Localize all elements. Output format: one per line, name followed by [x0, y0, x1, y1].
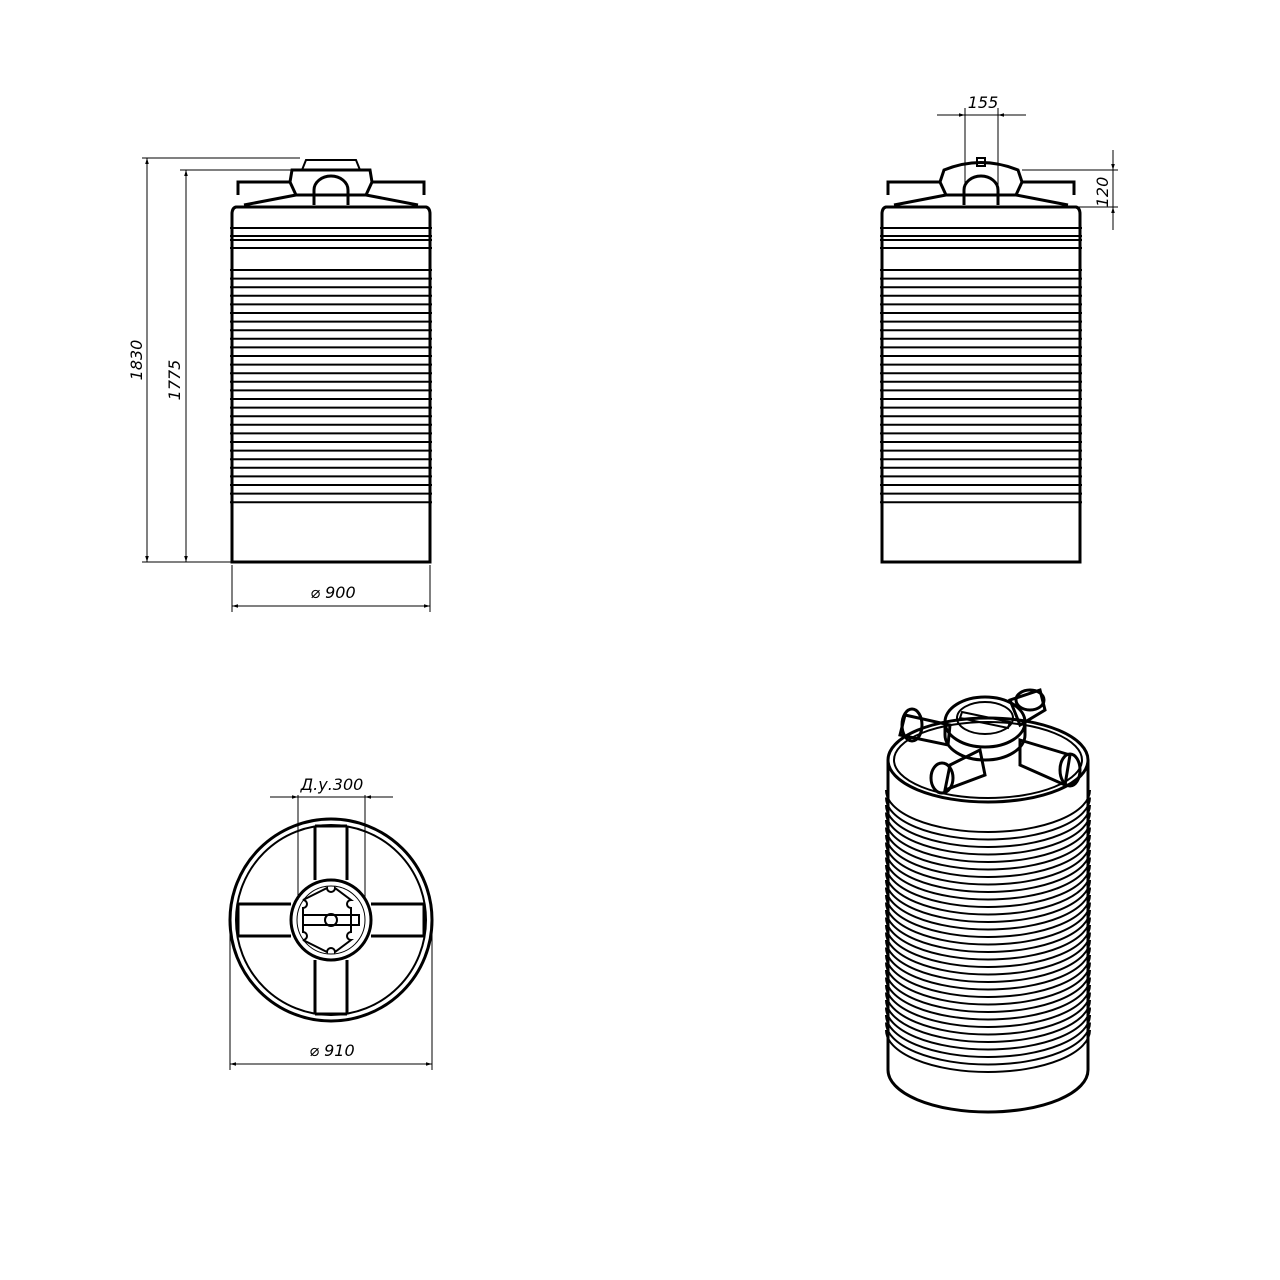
front-ribs: [230, 227, 432, 504]
dimension-label-900: ⌀ 900: [310, 583, 355, 602]
dimension-label-155: 155: [968, 93, 999, 112]
rib-line: [885, 879, 1091, 923]
iso-top-fittings: [898, 688, 1082, 795]
rib-line: [885, 1014, 1091, 1058]
rib-line: [885, 984, 1091, 1028]
dimension-height-total: 1830: [127, 157, 300, 563]
dimension-diameter-910: ⌀ 910: [229, 920, 433, 1070]
rib-line: [885, 804, 1091, 848]
dimension-label-1830: 1830: [127, 340, 146, 381]
iso-ribs: [885, 789, 1091, 1073]
rib-line: [885, 1022, 1091, 1066]
tank-side-outline: [880, 157, 1082, 564]
rib-line: [885, 909, 1091, 953]
rib-line: [885, 819, 1091, 863]
rib-line: [885, 1029, 1091, 1073]
rib-line: [885, 969, 1091, 1013]
rib-line: [885, 797, 1091, 841]
dimension-label-910: ⌀ 910: [309, 1041, 354, 1060]
rib-line: [885, 932, 1091, 976]
rib-line: [885, 999, 1091, 1043]
dimension-diameter-900: ⌀ 900: [231, 565, 431, 612]
rib-line: [885, 992, 1091, 1036]
dimension-label-du300: Д.у.300: [300, 775, 364, 794]
rib-line: [885, 857, 1091, 901]
rib-line: [885, 977, 1091, 1021]
top-ribs: [236, 824, 426, 1016]
rib-line: [885, 789, 1091, 833]
rib-line: [885, 1007, 1091, 1051]
dimension-label-1775: 1775: [165, 360, 184, 401]
rib-line: [885, 842, 1091, 886]
front-view: 1830 1775 ⌀ 900: [127, 157, 432, 612]
rib-line: [885, 924, 1091, 968]
rib-line: [885, 812, 1091, 856]
side-ribs: [880, 227, 1082, 504]
rib-line: [885, 872, 1091, 916]
dimension-label-120: 120: [1093, 177, 1112, 208]
rib-line: [885, 939, 1091, 983]
dimension-height-body: 1775: [165, 169, 292, 562]
rib-line: [885, 962, 1091, 1006]
rib-line: [885, 887, 1091, 931]
rib-line: [885, 917, 1091, 961]
dimension-cap-120: 120: [1022, 150, 1118, 230]
rib-line: [885, 834, 1091, 878]
rib-line: [885, 849, 1091, 893]
side-view: 155 120: [880, 93, 1118, 564]
dimension-hatch-155: 155: [937, 93, 1026, 200]
dimension-hatch-du300: Д.у.300: [270, 775, 393, 900]
rib-line: [885, 954, 1091, 998]
rib-line: [885, 894, 1091, 938]
top-view: Д.у.300 ⌀ 910: [228, 775, 434, 1070]
rib-line: [885, 902, 1091, 946]
rib-line: [885, 864, 1091, 908]
rib-line: [885, 827, 1091, 871]
rib-line: [885, 947, 1091, 991]
isometric-view: [885, 688, 1091, 1114]
